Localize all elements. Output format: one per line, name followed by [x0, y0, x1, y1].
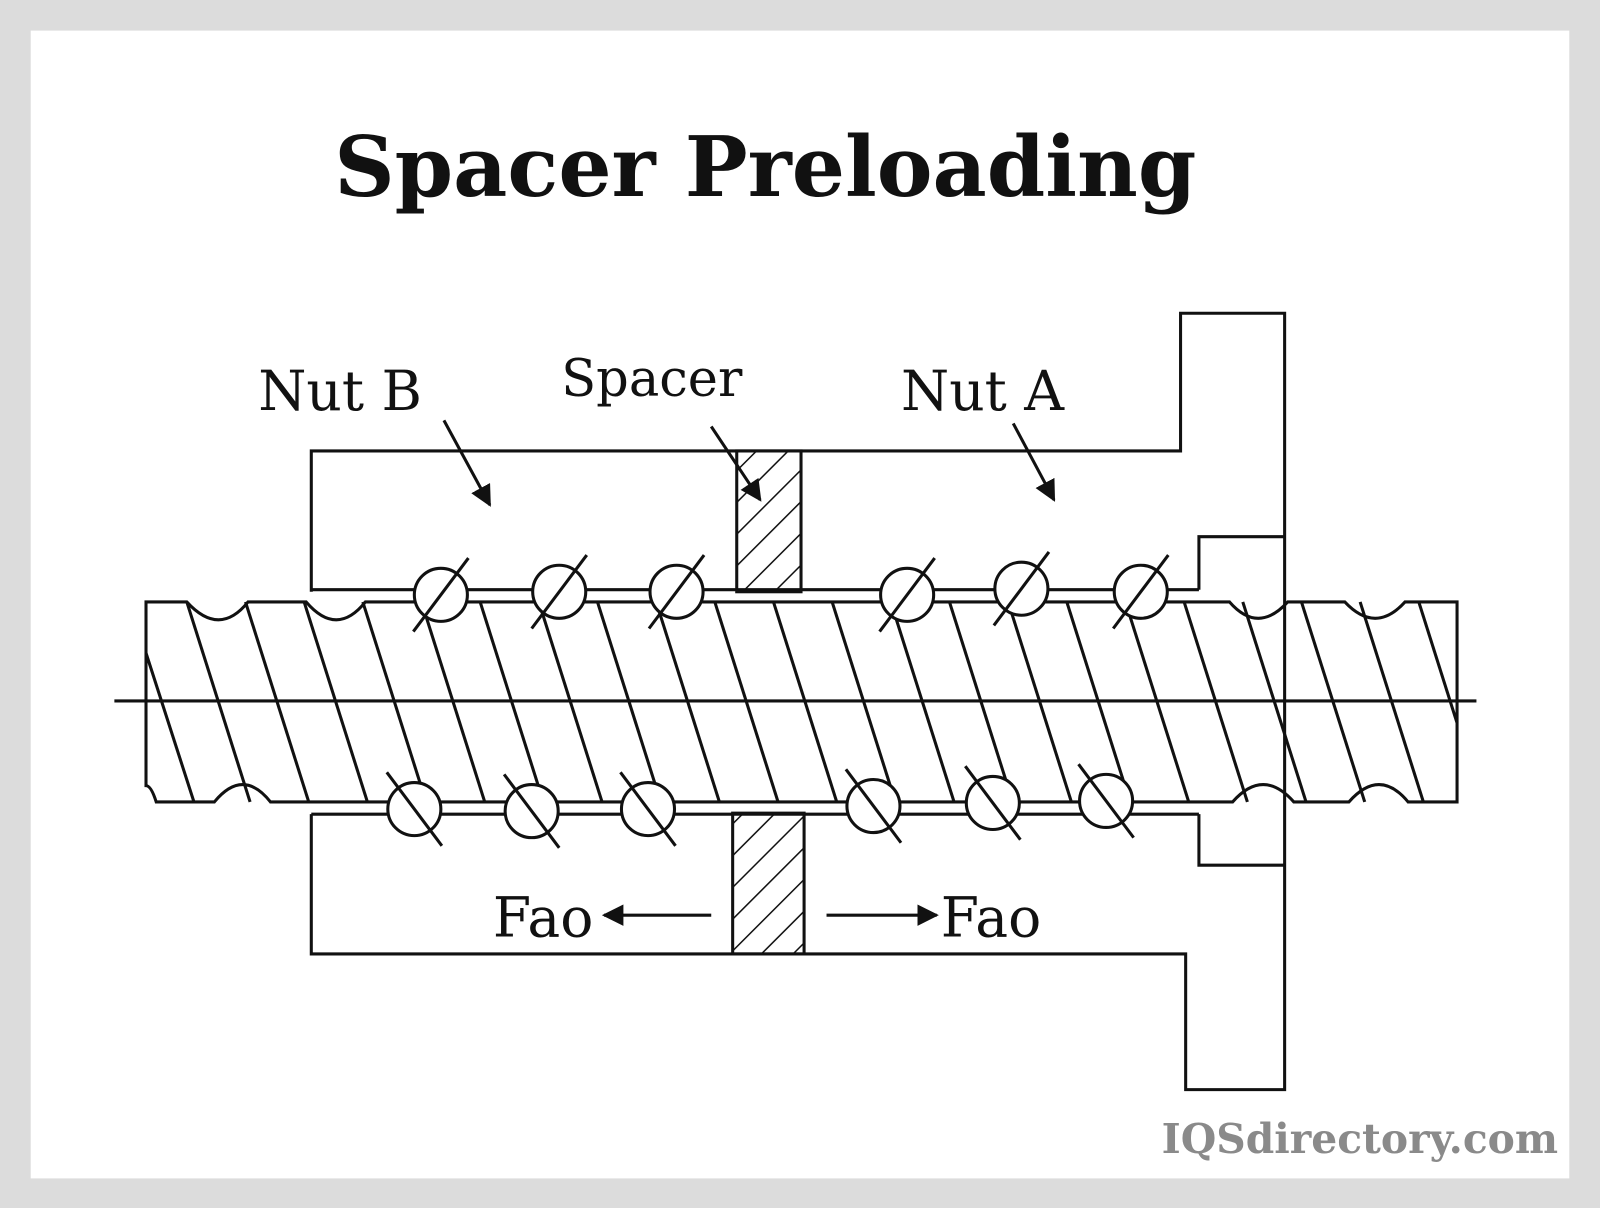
ball-contact-line: [647, 554, 706, 630]
label-nut-b: Nut B: [258, 359, 422, 423]
watermark-logo: IQSdirectory.com: [1162, 1115, 1558, 1163]
ball-contact-line: [412, 557, 470, 633]
arrow-nut-a: [1011, 422, 1056, 502]
ball-contact-line: [992, 551, 1051, 627]
spacer-bottom: [731, 811, 806, 956]
thread-line: [1417, 601, 1459, 724]
label-spacer: Spacer: [561, 350, 743, 409]
diagram-title: Spacer Preloading: [334, 117, 1196, 216]
screw-outline: [144, 600, 1459, 804]
spacer-top: [735, 449, 803, 594]
panel: [30, 30, 1570, 1179]
ball-contact-line: [964, 765, 1022, 841]
ball-screw-shaft: [144, 600, 1459, 804]
label-force-right: Fao: [941, 886, 1041, 950]
ball-contact-line: [878, 557, 936, 633]
arrow-nut-b: [442, 419, 492, 507]
ball-contact-line: [1111, 554, 1170, 630]
label-nut-a: Nut A: [901, 359, 1065, 423]
balls: [385, 551, 1170, 849]
ball-contact-line: [530, 554, 588, 630]
flange-step-bottom: [1197, 814, 1285, 867]
ball-contact-line: [385, 771, 444, 847]
ball-contact-line: [844, 768, 903, 844]
flange-step-top: [1197, 535, 1285, 590]
label-force-left: Fao: [493, 886, 593, 950]
thread-line: [144, 652, 196, 803]
ball-contact-line: [1077, 763, 1135, 839]
arrow-spacer: [709, 425, 762, 502]
ball-contact-line: [619, 771, 677, 847]
ball-contact-line: [502, 773, 561, 849]
